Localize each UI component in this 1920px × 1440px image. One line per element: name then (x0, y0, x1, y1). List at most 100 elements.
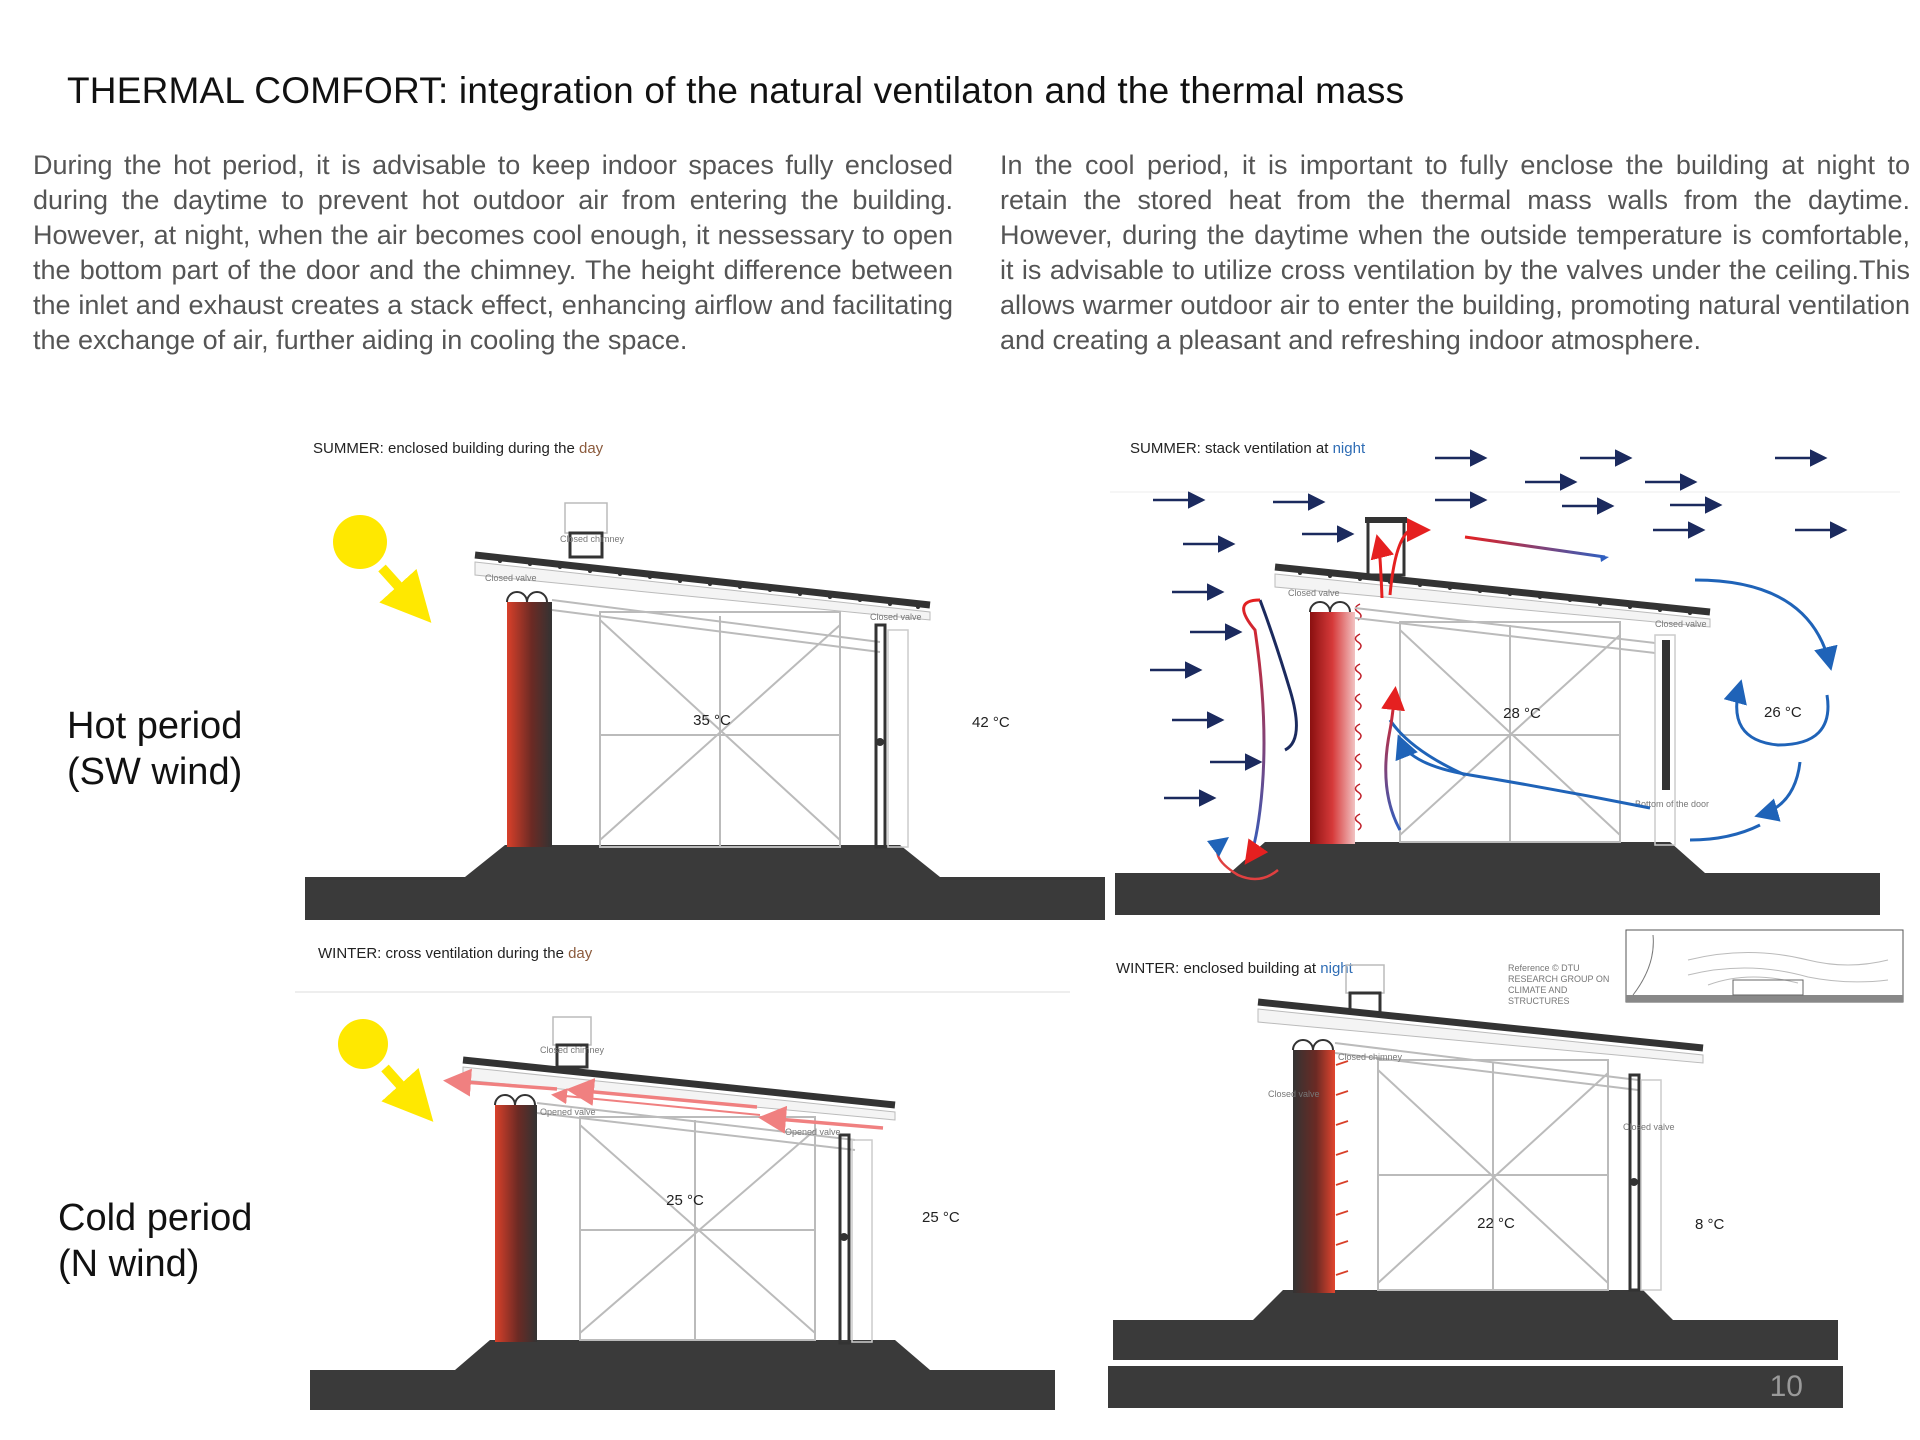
outside-downdraft (1258, 599, 1298, 752)
airflow-reference-diagram (1625, 929, 1904, 1003)
page-title: THERMAL COMFORT: integration of the natu… (67, 70, 1405, 111)
thermal-mass-wall (1310, 612, 1355, 844)
summer-night-panel: SUMMER: stack ventilation at night (1110, 430, 1910, 930)
indoor-temperature: 25 °C (666, 1192, 704, 1209)
cool-air-inlet-arrow (1395, 734, 1651, 810)
door-jamb (1654, 634, 1676, 846)
building-frame (1334, 1042, 1639, 1291)
building-frame (551, 599, 881, 848)
valve-left (494, 1094, 536, 1106)
reference-streamlines (1687, 952, 1889, 986)
ground-eddy (1207, 836, 1279, 881)
indoor-temperature: 22 °C (1477, 1215, 1515, 1232)
circulation-top (1694, 578, 1838, 671)
cross-ventilation-arrows (443, 1068, 884, 1134)
building-frame (1354, 607, 1656, 843)
outdoor-temperature: 42 °C (972, 714, 1010, 731)
warm-air-out-arrowhead (1600, 555, 1609, 562)
thermal-mass-wall (507, 602, 552, 847)
reference-line-4: STRUCTURES (1508, 996, 1570, 1006)
thermal-mass-wall (1293, 1050, 1335, 1293)
door-jamb (887, 629, 909, 848)
valve-left-label: Opened valve (540, 1107, 596, 1117)
roof-underside (1257, 1008, 1704, 1064)
chimney-cap (568, 531, 604, 559)
valve-left (1309, 601, 1351, 613)
reference-profile (1632, 934, 1654, 996)
valve-right-label: Closed valve (1655, 619, 1707, 629)
door-hinge (840, 1233, 848, 1241)
door-label: Bottom of the door (1635, 799, 1709, 809)
ground (1115, 842, 1880, 915)
chimney (564, 502, 608, 534)
cold-period-label: Cold period (N wind) (58, 1195, 252, 1287)
valve-left (1292, 1039, 1334, 1051)
summer-day-panel: SUMMER: enclosed building during the day (300, 430, 1110, 930)
valve-left-label: Closed valve (485, 573, 537, 583)
chimney (552, 1016, 592, 1046)
ground (1113, 1290, 1838, 1360)
winter-day-panel: WINTER: cross ventilation during the day (295, 935, 1075, 1415)
wind-arrows (1150, 449, 1848, 807)
thermal-mass-wall (495, 1105, 537, 1342)
valve-left-label: Closed valve (1288, 588, 1340, 598)
reference-line-2: RESEARCH GROUP ON (1508, 974, 1609, 984)
door-hinge (1630, 1178, 1638, 1186)
return-flow (1754, 761, 1802, 822)
outdoor-temperature: 8 °C (1695, 1216, 1725, 1233)
cold-period-label-line1: Cold period (58, 1197, 253, 1239)
exhaust-arrow-2 (1370, 534, 1394, 599)
winter-day-caption: WINTER: cross ventilation during the day (318, 945, 593, 962)
reference-line-3: CLIMATE AND (1508, 985, 1568, 995)
hot-period-label: Hot period (SW wind) (67, 703, 242, 795)
chimney-cap (1365, 517, 1407, 523)
hot-period-label-line1: Hot period (67, 705, 243, 747)
heat-release-arrows (1354, 603, 1362, 831)
sun-ray-arrow (378, 564, 432, 623)
roof (474, 551, 931, 609)
valve-left-label: Closed valve (1268, 1089, 1320, 1099)
hot-period-description: During the hot period, it is advisable t… (33, 150, 953, 355)
valve-right-label: Opened valve (785, 1127, 841, 1137)
page-number-bar: 10 (1108, 1366, 1843, 1408)
door-hinge (876, 738, 884, 746)
circulation-loop (1723, 679, 1830, 747)
winter-night-caption: WINTER: enclosed building at night (1116, 960, 1354, 977)
building-frame (536, 1102, 856, 1341)
chimney-label: Closed chimney (560, 534, 625, 544)
page-number: 10 (1769, 1370, 1803, 1403)
warm-air-rising (1381, 686, 1406, 831)
ground (305, 845, 1105, 920)
cold-period-label-line2: (N wind) (58, 1243, 200, 1285)
summer-night-caption: SUMMER: stack ventilation at night (1130, 440, 1366, 457)
sun-icon (333, 515, 387, 569)
outdoor-temperature: 26 °C (1764, 704, 1802, 721)
door (838, 1133, 851, 1345)
valve-left (506, 591, 548, 603)
summer-day-caption: SUMMER: enclosed building during the day (313, 440, 604, 457)
door (874, 623, 887, 849)
valve-right-label: Closed valve (870, 612, 922, 622)
warm-air-out-arrow (1464, 535, 1606, 559)
sun-icon (338, 1019, 388, 1069)
indoor-temperature: 28 °C (1503, 705, 1541, 722)
roof (1257, 998, 1704, 1052)
ground (310, 1340, 1055, 1410)
roof (462, 1056, 896, 1109)
winter-night-panel: WINTER: enclosed building at night Refer… (1108, 925, 1908, 1365)
chimney-cap (555, 1043, 589, 1069)
hot-period-label-line2: (SW wind) (67, 751, 243, 793)
indoor-temperature: 35 °C (693, 712, 731, 729)
reference-inset: Reference © DTU RESEARCH GROUP ON CLIMAT… (1508, 929, 1904, 1006)
chimney-label: Closed chimney (540, 1045, 605, 1055)
reference-line-1: Reference © DTU (1508, 963, 1580, 973)
valve-right-label: Closed valve (1623, 1122, 1675, 1132)
outdoor-temperature: 25 °C (922, 1209, 960, 1226)
chimney-cap (1348, 991, 1382, 1015)
reference-ground (1626, 995, 1903, 1002)
heat-release-arrows (1335, 1060, 1349, 1276)
chimney-label: Closed chimney (1338, 1052, 1403, 1062)
door-inflow (1689, 823, 1761, 842)
door (1662, 640, 1670, 790)
roof-underside (474, 561, 931, 621)
